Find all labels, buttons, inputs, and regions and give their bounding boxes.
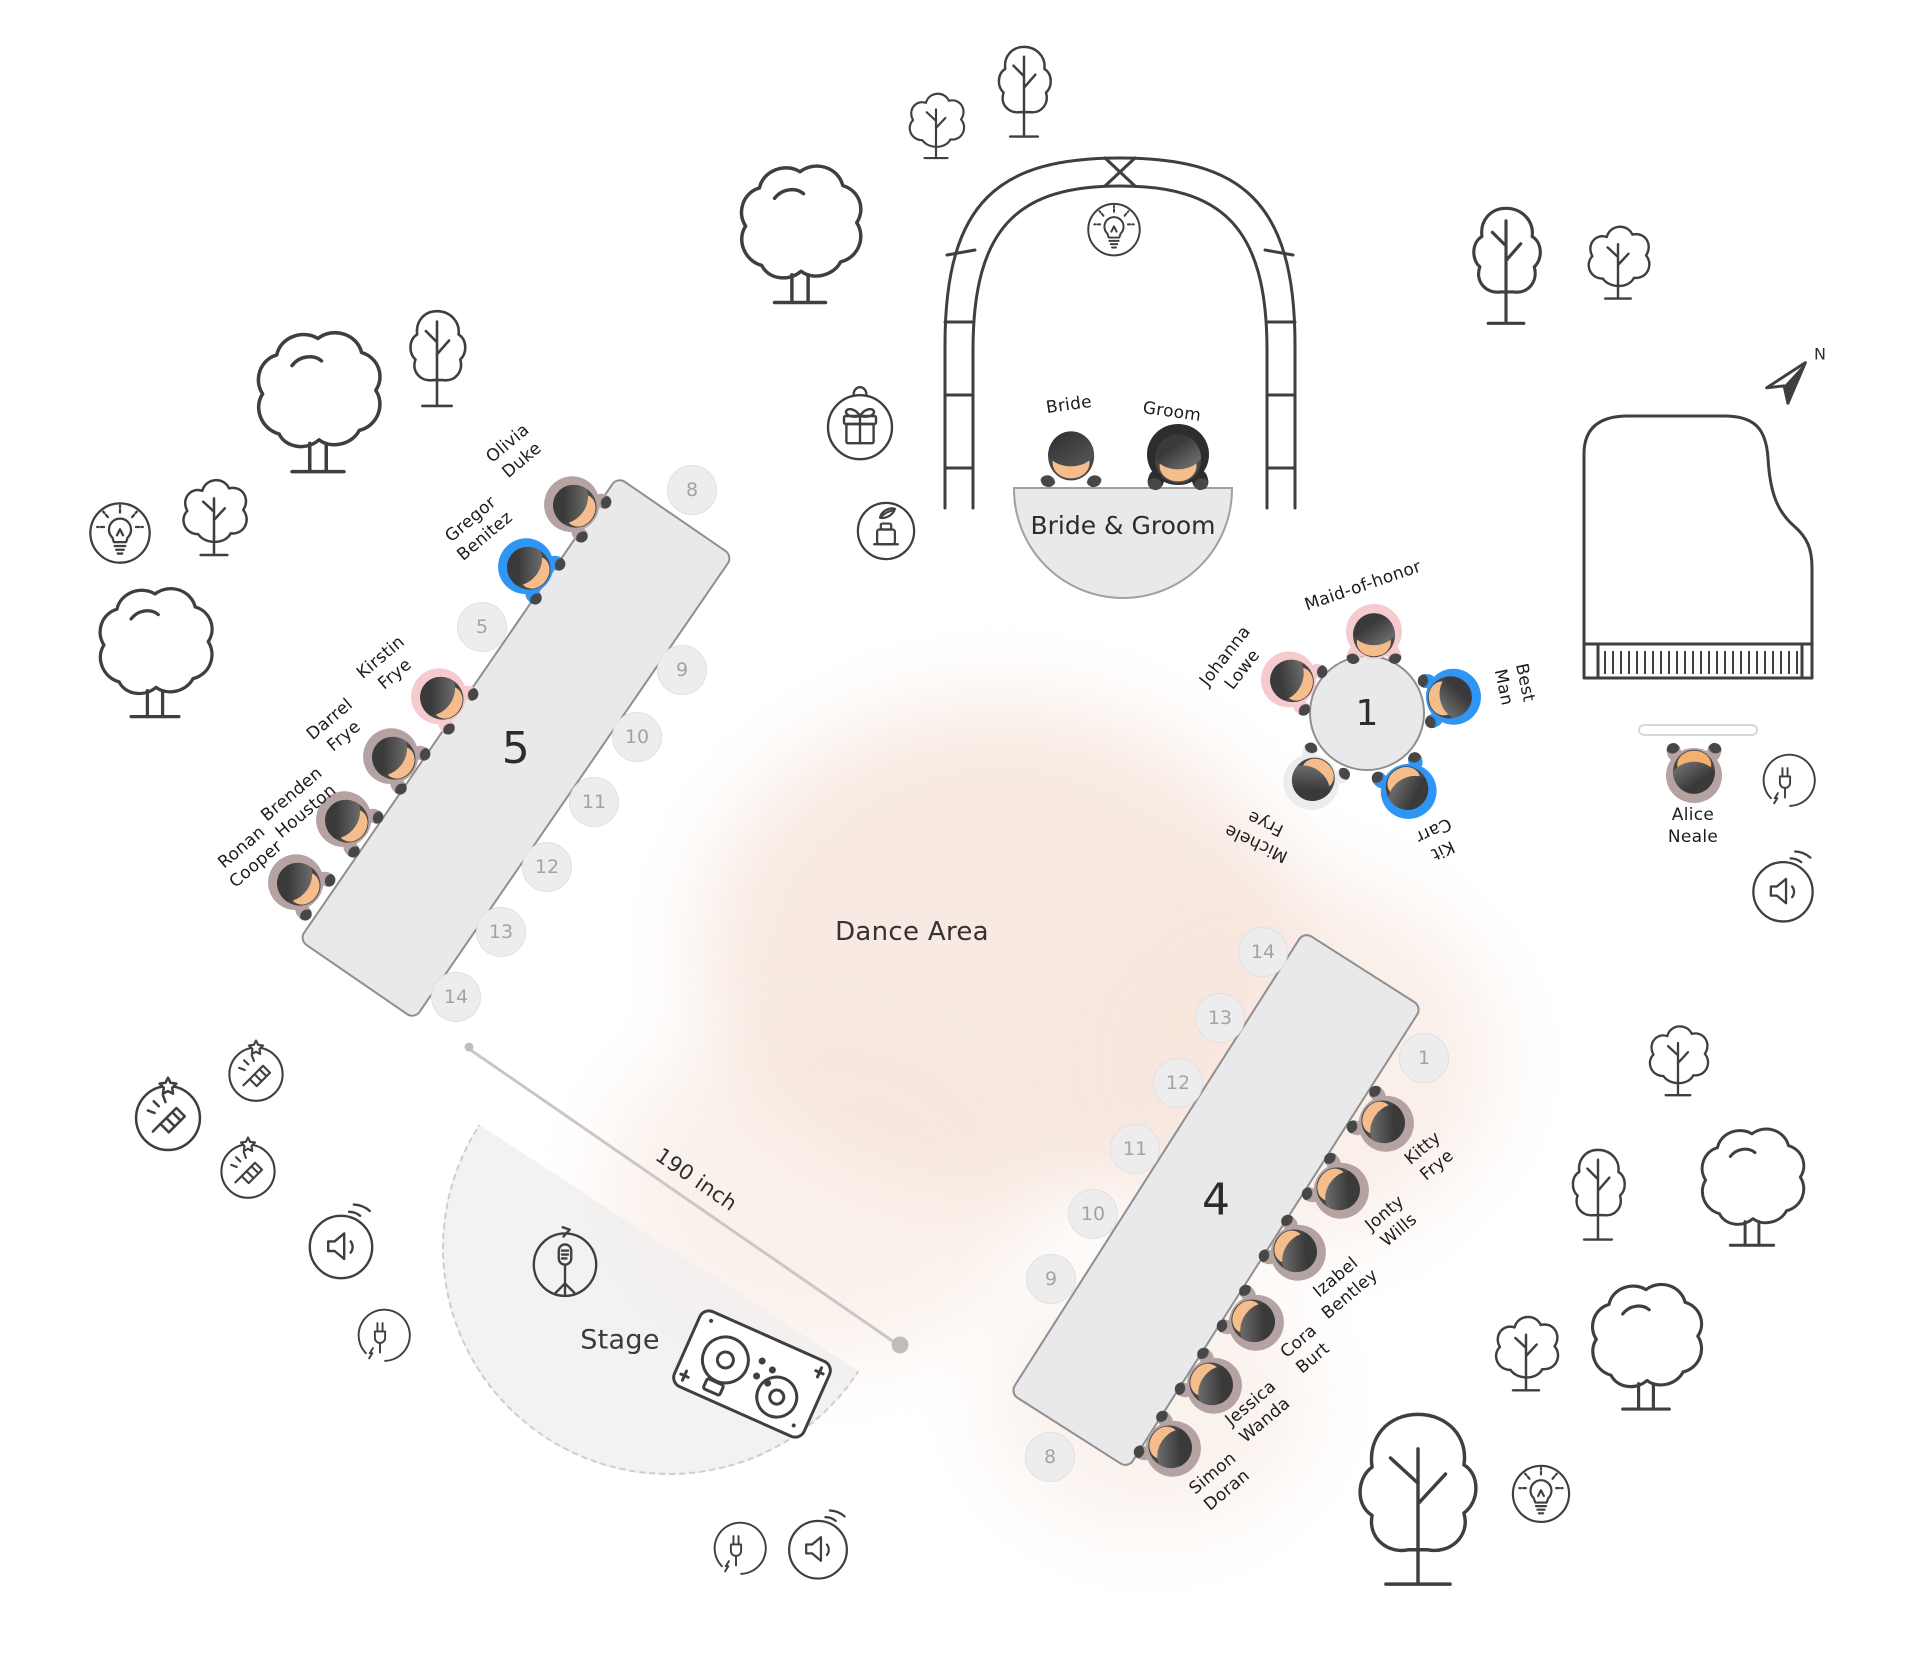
seat-number: 1 [1417, 1047, 1431, 1069]
empty-seat[interactable]: 10 [1068, 1189, 1118, 1239]
tree[interactable] [1545, 1145, 1651, 1251]
guest-hair [1673, 761, 1715, 794]
firework-icon[interactable] [213, 1132, 283, 1202]
tree[interactable] [1683, 1123, 1821, 1261]
seat-number: 9 [1044, 1268, 1058, 1290]
guest-head [1353, 613, 1395, 658]
guest-hair [1154, 434, 1202, 470]
guest-alice-neale[interactable] [1664, 741, 1724, 804]
firework-icon[interactable] [221, 1035, 291, 1105]
empty-seat[interactable]: 13 [476, 907, 526, 957]
empty-seat[interactable]: 9 [657, 645, 707, 695]
tree[interactable] [1632, 1017, 1724, 1109]
seat-number: 9 [675, 659, 689, 681]
piano-bench[interactable] [1638, 724, 1758, 736]
tree[interactable] [1477, 1307, 1575, 1405]
tree[interactable] [79, 582, 231, 734]
guest-head [1154, 434, 1202, 484]
power-plug-icon[interactable] [348, 1302, 412, 1366]
seat-number: 11 [581, 791, 607, 813]
empty-seat[interactable]: 1 [1399, 1033, 1449, 1083]
empty-seat[interactable]: 11 [569, 777, 619, 827]
tree[interactable] [1572, 1278, 1720, 1426]
north-label: N [1814, 344, 1826, 364]
wedding-arch[interactable] [920, 140, 1320, 520]
seat-number: 12 [1165, 1072, 1191, 1094]
guest-head [1673, 749, 1715, 794]
guest-head [1047, 431, 1095, 481]
tree[interactable] [719, 159, 881, 321]
piano-keys [1604, 651, 1800, 674]
tree[interactable] [164, 470, 264, 570]
guest-name-label: Best Man [1489, 661, 1539, 708]
measurement-endpoint [464, 1042, 474, 1052]
speaker-icon[interactable] [1745, 850, 1821, 926]
empty-seat[interactable]: 8 [1025, 1432, 1075, 1482]
cake-icon[interactable] [849, 491, 923, 565]
measurement-endpoint [891, 1336, 909, 1354]
empty-seat[interactable]: 12 [522, 842, 572, 892]
microphone-icon[interactable] [526, 1221, 604, 1299]
seat-number: 14 [1250, 941, 1276, 963]
groom[interactable] [1145, 423, 1211, 493]
tree[interactable] [381, 306, 493, 418]
tree[interactable] [1570, 217, 1666, 313]
seat-number: 8 [1043, 1446, 1057, 1468]
empty-seat[interactable]: 8 [667, 465, 717, 515]
stage-label: Stage [580, 1324, 660, 1356]
dance-area-label: Dance Area [835, 917, 989, 948]
lightbulb-icon[interactable] [1505, 1455, 1577, 1527]
empty-seat[interactable]: 10 [612, 712, 662, 762]
guest-hair [1047, 431, 1095, 467]
grand-piano[interactable] [1578, 406, 1818, 736]
bride[interactable] [1038, 420, 1104, 490]
seat-number: 12 [534, 856, 560, 878]
guest-maid-of-honor[interactable] [1344, 603, 1404, 666]
tree[interactable] [236, 326, 401, 491]
empty-seat[interactable]: 11 [1110, 1124, 1160, 1174]
speaker-icon[interactable] [781, 1509, 855, 1583]
lightbulb-icon[interactable] [82, 492, 158, 568]
lightbulb-icon[interactable] [1081, 194, 1147, 260]
seat-number: 11 [1122, 1138, 1148, 1160]
power-plug-icon[interactable] [704, 1515, 768, 1579]
empty-seat[interactable]: 12 [1153, 1058, 1203, 1108]
power-plug-icon[interactable] [1753, 747, 1817, 811]
seat-number: 10 [624, 726, 650, 748]
guest-name-label: Kit Carr [1412, 813, 1458, 865]
speaker-icon[interactable] [301, 1203, 381, 1283]
seat-number: 8 [685, 479, 699, 501]
north-arrow-icon[interactable] [1755, 351, 1817, 413]
tree[interactable] [971, 42, 1077, 148]
seat-number: 5 [475, 616, 489, 638]
empty-seat[interactable]: 14 [1238, 927, 1288, 977]
gift-icon[interactable] [820, 384, 900, 464]
seat-number: 13 [488, 921, 514, 943]
guest-hair [1353, 613, 1395, 646]
empty-seat[interactable]: 13 [1195, 993, 1245, 1043]
table-number: 1 [1355, 692, 1379, 734]
seat-number: 13 [1207, 1007, 1233, 1029]
guest-name-label: Alice Neale [1667, 804, 1719, 847]
guest-name-label: Olivia Duke [482, 419, 546, 483]
head-table[interactable]: Bride & Groom [1013, 487, 1233, 599]
table-label: Bride & Groom [1030, 511, 1216, 540]
tree[interactable] [1321, 1408, 1516, 1603]
firework-icon[interactable] [126, 1071, 210, 1155]
seat-number: 10 [1080, 1203, 1106, 1225]
seat-number: 14 [443, 986, 469, 1008]
tree[interactable] [1438, 202, 1574, 338]
guest-best-man[interactable] [1417, 662, 1487, 732]
empty-seat[interactable]: 5 [457, 602, 507, 652]
empty-seat[interactable]: 14 [431, 972, 481, 1022]
table-number: 4 [1202, 1174, 1230, 1226]
table-number: 5 [502, 722, 530, 774]
empty-seat[interactable]: 9 [1026, 1254, 1076, 1304]
